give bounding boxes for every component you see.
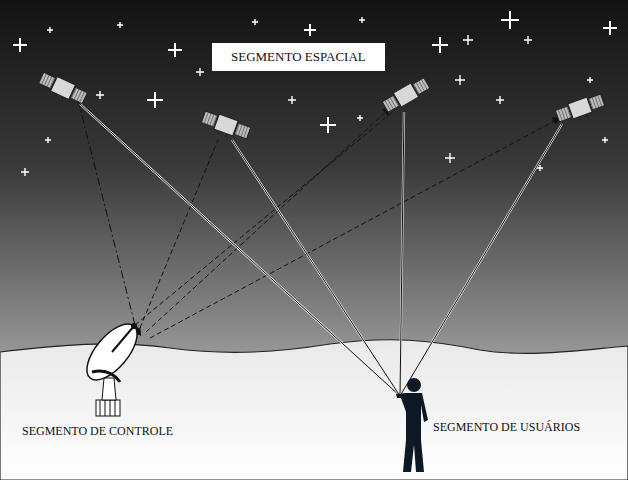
segment-label: SEGMENTO DE CONTROLE bbox=[22, 424, 173, 439]
star bbox=[21, 168, 29, 176]
star bbox=[196, 68, 204, 76]
star bbox=[288, 96, 296, 104]
satellite bbox=[199, 109, 251, 144]
star bbox=[304, 24, 316, 36]
satellites bbox=[36, 71, 606, 145]
user-silhouette bbox=[396, 378, 428, 472]
segment-title: SEGMENTO ESPACIAL bbox=[231, 49, 366, 65]
star bbox=[501, 11, 519, 29]
segment-label: SEGMENTO DE USUÁRIOS bbox=[433, 420, 580, 435]
control-dish bbox=[78, 316, 146, 416]
star bbox=[357, 115, 363, 121]
signal-lines bbox=[78, 100, 562, 396]
star bbox=[359, 17, 365, 23]
star bbox=[13, 38, 27, 52]
stars bbox=[13, 11, 617, 176]
star bbox=[496, 96, 504, 104]
star bbox=[320, 117, 336, 133]
star bbox=[524, 36, 532, 44]
star bbox=[455, 75, 465, 85]
star bbox=[252, 19, 258, 25]
star bbox=[117, 22, 123, 28]
star bbox=[168, 43, 182, 57]
star bbox=[47, 27, 53, 33]
star bbox=[432, 37, 448, 53]
segment-title-box: SEGMENTO ESPACIAL bbox=[212, 43, 385, 71]
satellite bbox=[381, 76, 433, 117]
satellite bbox=[555, 92, 607, 127]
star bbox=[445, 153, 455, 163]
star bbox=[603, 21, 617, 35]
star bbox=[463, 35, 473, 45]
satellite bbox=[36, 71, 88, 109]
star bbox=[45, 137, 51, 143]
star bbox=[602, 137, 608, 143]
star bbox=[96, 91, 104, 99]
star bbox=[147, 92, 163, 108]
star bbox=[587, 77, 593, 83]
